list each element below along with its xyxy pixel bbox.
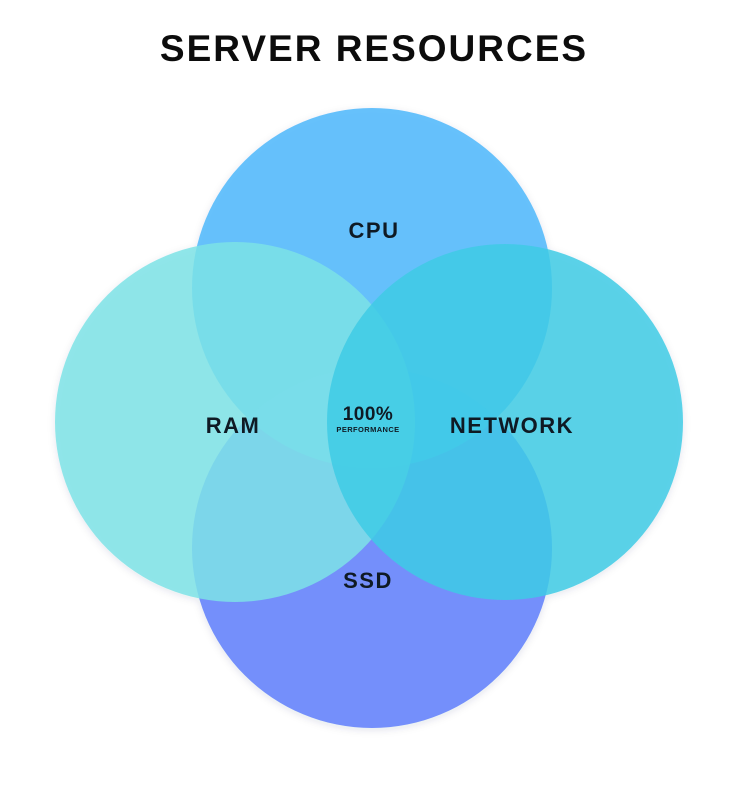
center-caption: PERFORMANCE [336,425,399,434]
center-percentage: 100% [343,404,394,425]
ram-circle [55,242,415,602]
network-circle [327,244,683,600]
cpu-label: CPU [349,218,400,243]
ssd-label: SSD [343,568,393,593]
ram-label: RAM [206,413,261,438]
network-label: NETWORK [450,413,574,438]
circles-group [55,108,683,728]
page-title: SERVER RESOURCES [159,28,589,69]
